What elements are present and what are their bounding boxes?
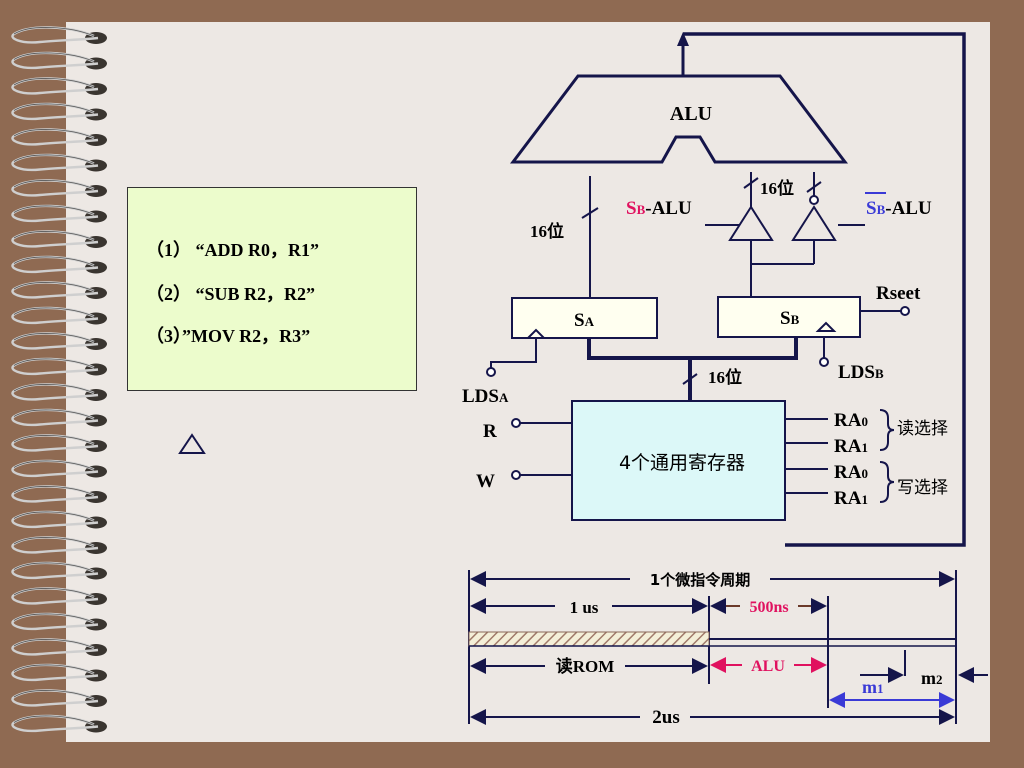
binding-ring [11, 638, 107, 656]
binding-ring [11, 689, 107, 707]
binding-ring [11, 306, 107, 325]
binding-ring [11, 281, 107, 299]
binding-ring [11, 332, 107, 350]
binding-ring [11, 153, 107, 172]
binding-ring [11, 536, 107, 554]
spiral-binding [0, 0, 107, 768]
binding-ring [11, 102, 107, 121]
question-box: （1） “ADD R0，R1” （2） “SUB R2，R2” （3）”MOV … [127, 187, 417, 391]
binding-ring [11, 434, 107, 452]
binding-ring [11, 459, 107, 478]
question-3: （3）”MOV R2，R3” [146, 326, 311, 346]
binding-ring [11, 383, 107, 401]
binding-ring [11, 485, 107, 503]
binding-ring [11, 51, 107, 70]
binding-ring [11, 230, 107, 248]
binding-ring [11, 128, 107, 146]
binding-ring [11, 714, 107, 733]
binding-ring [11, 179, 107, 197]
binding-ring [11, 510, 107, 529]
binding-ring [11, 663, 107, 682]
question-1: （1） “ADD R0，R1” [146, 240, 319, 260]
binding-ring [11, 77, 107, 95]
binding-ring [11, 357, 107, 376]
binding-ring [11, 26, 107, 44]
binding-ring [11, 255, 107, 274]
binding-ring [11, 204, 107, 223]
question-2: （2） “SUB R2，R2” [146, 284, 316, 304]
binding-ring [11, 561, 107, 580]
binding-ring [11, 408, 107, 427]
binding-ring [11, 587, 107, 605]
binding-ring [11, 612, 107, 631]
triangle-icon[interactable] [177, 432, 207, 456]
